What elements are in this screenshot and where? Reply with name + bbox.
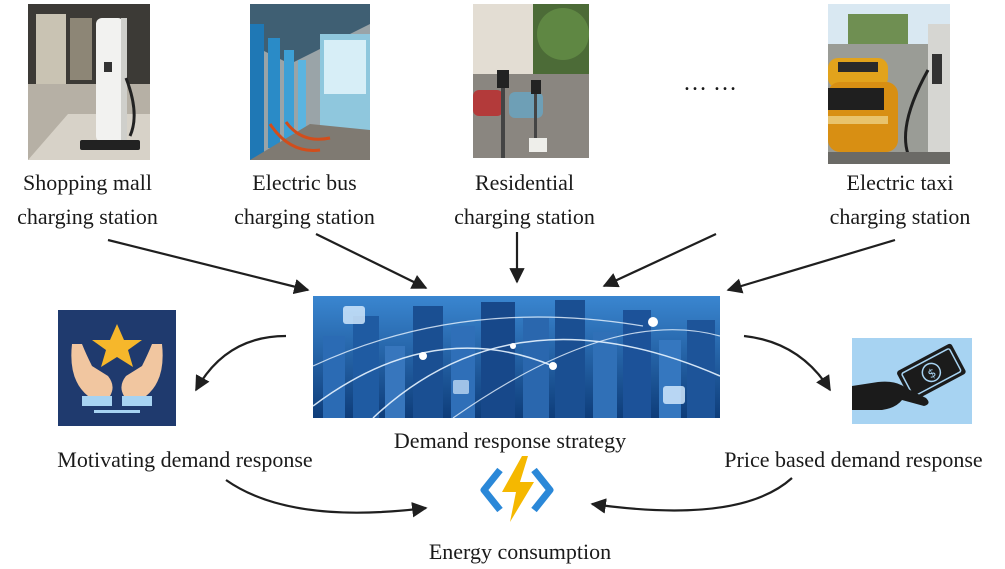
taxi-charging-icon bbox=[828, 4, 950, 164]
ellipsis-text: … … bbox=[683, 70, 737, 96]
price-icon-box: $ bbox=[852, 338, 972, 424]
electric-taxi-photo bbox=[828, 4, 950, 164]
city-network-icon bbox=[313, 296, 720, 418]
arrow-strategy-to-price bbox=[743, 334, 831, 392]
motivating-icon-box bbox=[58, 310, 176, 426]
arrow-bus-to-strategy bbox=[315, 233, 428, 289]
arrow-price-to-energy bbox=[590, 477, 793, 514]
station-label-line1: Electric taxi bbox=[846, 170, 954, 195]
center-label: Demand response strategy bbox=[393, 428, 627, 453]
shopping-mall-photo bbox=[28, 4, 150, 160]
right-label: Price based demand response bbox=[724, 447, 983, 472]
station-label-shopping-mall: Shopping mall charging station bbox=[0, 166, 175, 234]
station-label-line1: Electric bus bbox=[252, 170, 357, 195]
arrow-mall-to-strategy bbox=[107, 238, 310, 295]
demand-response-image bbox=[313, 296, 720, 418]
charger-kiosk-icon bbox=[28, 4, 150, 160]
residential-charger-icon bbox=[473, 4, 589, 158]
energy-icon-box bbox=[480, 454, 554, 524]
left-label: Motivating demand response bbox=[57, 447, 313, 472]
station-label-line2: charging station bbox=[17, 204, 158, 229]
arrow-taxi-to-strategy bbox=[726, 238, 896, 294]
electric-bus-photo bbox=[250, 4, 370, 160]
residential-photo bbox=[473, 4, 589, 158]
station-label-electric-taxi: Electric taxi charging station bbox=[810, 166, 990, 234]
station-label-line1: Shopping mall bbox=[23, 170, 152, 195]
arrow-strategy-to-motivating bbox=[195, 334, 287, 392]
station-label-line2: charging station bbox=[234, 204, 375, 229]
station-label-electric-bus: Electric bus charging station bbox=[217, 166, 392, 234]
station-label-residential: Residential charging station bbox=[437, 166, 612, 234]
bottom-label: Energy consumption bbox=[428, 539, 612, 564]
station-label-line2: charging station bbox=[829, 204, 971, 229]
arrow-dots-to-strategy bbox=[602, 233, 717, 288]
station-label-line1: Residential bbox=[475, 170, 574, 195]
money-hand-icon: $ bbox=[852, 338, 972, 424]
star-hands-icon bbox=[58, 310, 176, 426]
bus-charging-icon bbox=[250, 4, 370, 160]
arrow-motivating-to-energy bbox=[225, 479, 428, 518]
station-label-line2: charging station bbox=[454, 204, 595, 229]
lightning-bolt-icon bbox=[480, 456, 554, 522]
